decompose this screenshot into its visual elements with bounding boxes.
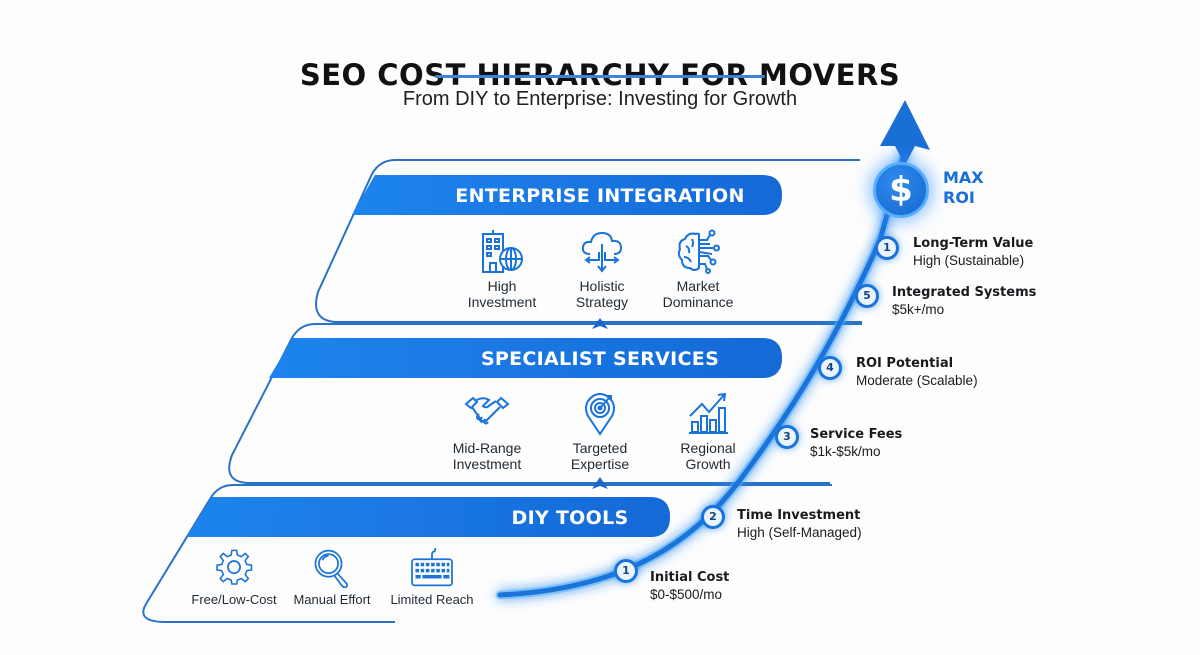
tier-title-diy: DIY TOOLS [511,507,629,529]
feature-high-investment: High Investment [442,228,562,310]
cloud-network-icon [581,231,623,273]
step-label-service-fees: Service Fees $1k-$5k/mo [810,427,903,459]
tier-title-specialist: SPECIALIST SERVICES [480,348,720,370]
step-marker-integrated-systems: 5 [855,284,879,308]
feature-mid-range-investment: Mid-Range Investment [427,390,547,472]
bar-chart-growth-icon [689,392,728,434]
tier-arrow-top [592,318,608,329]
growth-arrow-head [880,100,930,165]
keyboard-icon [411,548,453,587]
feature-manual-effort: Manual Effort [272,548,392,608]
tier-outline-enterprise [315,159,862,323]
step-marker-roi-potential: 4 [818,356,842,380]
feature-targeted-expertise: Targeted Expertise [540,390,660,472]
banner-diy [187,497,670,537]
step-label-long-term-value: Long-Term Value High (Sustainable) [913,236,1034,268]
title-divider [435,75,765,78]
step-marker-initial-cost: 1 [614,559,638,583]
tier-outline-specialist [228,323,862,484]
brain-circuit-icon [677,229,720,274]
banner-enterprise [352,175,782,215]
feature-free-low-cost: Free/Low-Cost [174,548,294,608]
step-marker-long-term-value: 1 [875,236,899,260]
tier-outline-diy [142,484,832,623]
gear-icon [216,549,253,585]
feature-holistic-strategy: Holistic Strategy [542,228,662,310]
page-subtitle: From DIY to Enterprise: Investing for Gr… [402,88,798,110]
tier-title-enterprise: ENTERPRISE INTEGRATION [455,185,745,207]
max-roi-label: MAX ROI [943,168,984,207]
step-label-integrated-systems: Integrated Systems $5k+/mo [892,285,1037,317]
step-marker-service-fees: 3 [775,425,799,449]
magnifier-icon [314,549,349,588]
growth-curve [495,145,910,600]
step-label-initial-cost: Initial Cost $0-$500/mo [650,570,730,602]
feature-regional-growth: Regional Growth [648,390,768,472]
banner-specialist [269,338,782,378]
target-pin-icon [585,392,615,436]
step-marker-time-investment: 2 [701,505,725,529]
tier-arrow-middle [592,477,608,489]
feature-limited-reach: Limited Reach [372,548,492,608]
handshake-icon [464,396,510,425]
feature-market-dominance: Market Dominance [638,228,758,310]
step-label-roi-potential: ROI Potential Moderate (Scalable) [856,356,978,388]
building-globe-icon [482,230,523,273]
dollar-coin-icon: $ [873,162,929,218]
step-label-time-investment: Time Investment High (Self-Managed) [737,508,862,540]
